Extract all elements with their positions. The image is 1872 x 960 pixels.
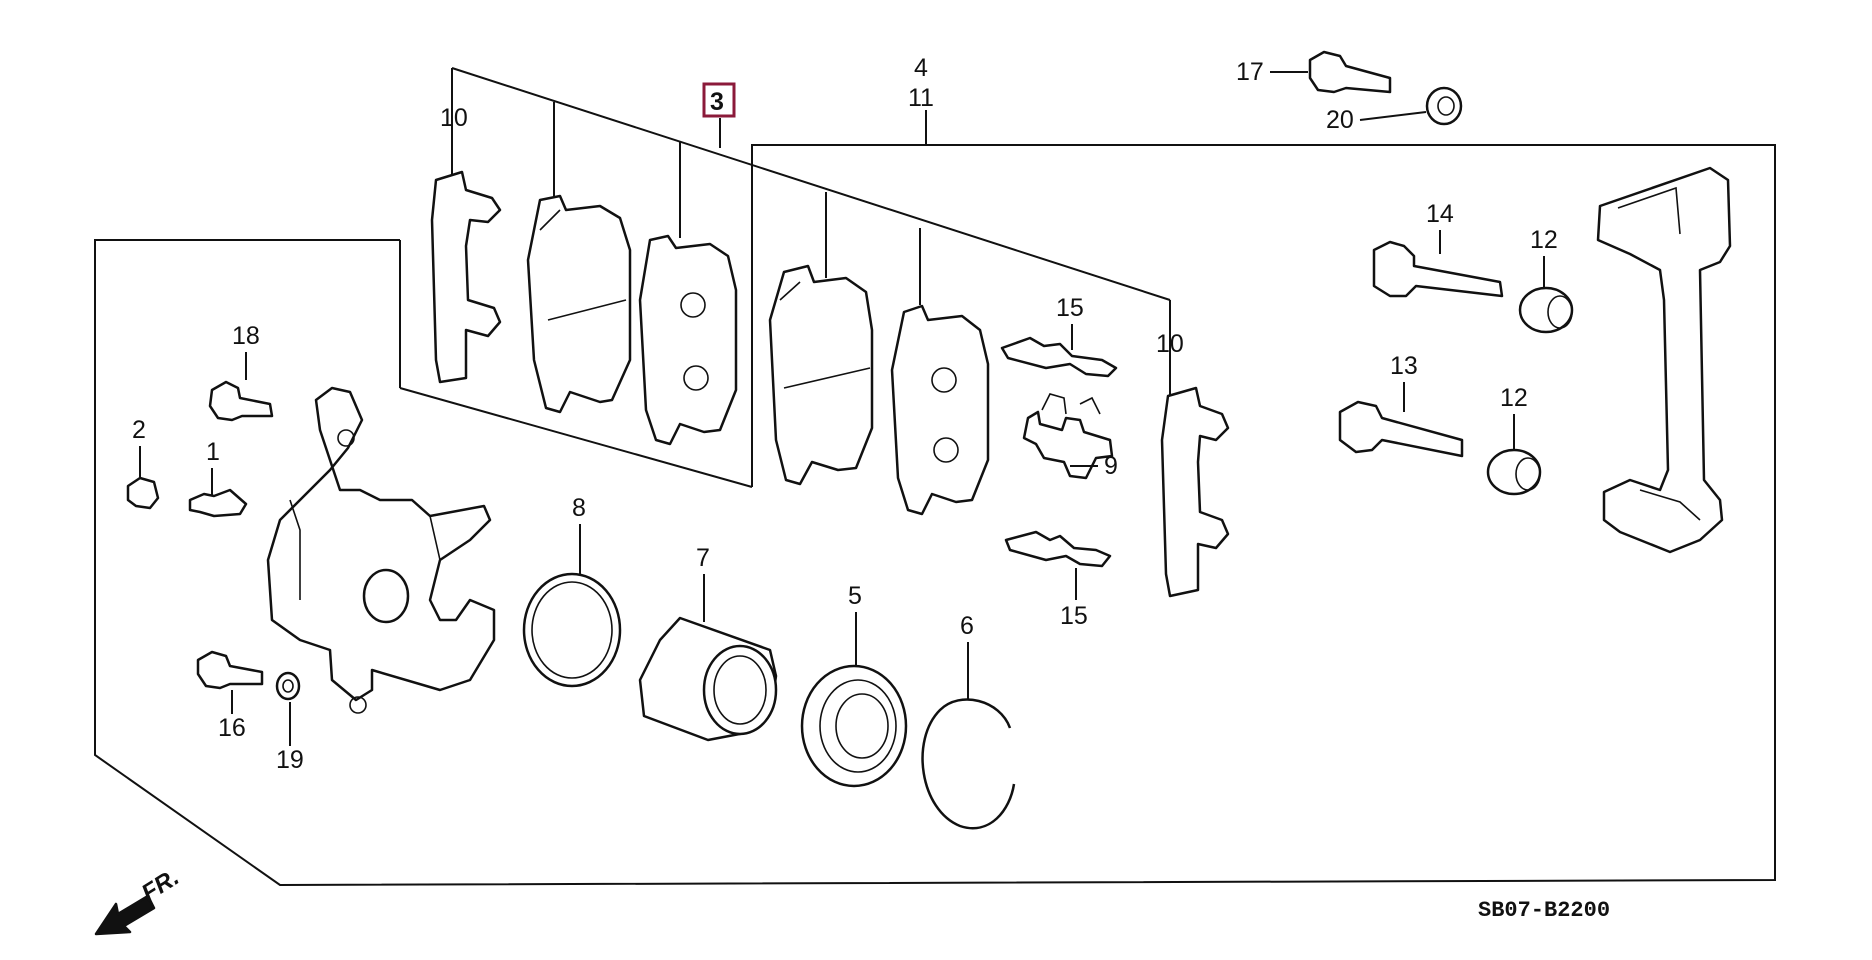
callout-8[interactable]: 8: [572, 494, 586, 522]
callout-5[interactable]: 5: [848, 582, 862, 610]
callout-12-upper[interactable]: 12: [1530, 226, 1558, 254]
bleeder-screw[interactable]: [188, 488, 248, 518]
callout-1[interactable]: 1: [206, 438, 220, 466]
pin-boot-upper[interactable]: [1518, 286, 1574, 334]
highlight-box-3[interactable]: [702, 82, 736, 118]
callout-15-upper[interactable]: 15: [1056, 294, 1084, 322]
front-direction-arrow: FR.: [94, 864, 184, 936]
caliper-assembly-outline: [94, 144, 1776, 887]
pad-shim-right[interactable]: [1160, 386, 1230, 598]
bleeder-cap[interactable]: [126, 476, 160, 510]
caliper-bracket[interactable]: [1596, 166, 1732, 554]
pad-shim-left[interactable]: [430, 170, 502, 384]
bolt-16[interactable]: [196, 650, 264, 690]
callout-9[interactable]: 9: [1104, 452, 1118, 480]
pad-set-outline-bottom: [399, 387, 753, 488]
pad-retainer-lower[interactable]: [1004, 530, 1112, 568]
callout-10-right[interactable]: 10: [1156, 330, 1184, 358]
callout-3[interactable]: 3: [710, 88, 724, 116]
brake-pad-backing-plate-outer[interactable]: [890, 304, 990, 516]
callout-12-lower[interactable]: 12: [1500, 384, 1528, 412]
callout-10-left[interactable]: 10: [440, 104, 468, 132]
brake-pad-inner[interactable]: [526, 194, 632, 414]
pad-retainer-upper[interactable]: [1000, 336, 1118, 378]
bolt-17[interactable]: [1308, 50, 1392, 94]
callout-11[interactable]: 11: [908, 84, 934, 112]
dust-boot[interactable]: [800, 664, 908, 788]
callout-14[interactable]: 14: [1426, 200, 1454, 228]
pad-set-outline: [451, 67, 1171, 301]
brake-pad-outer[interactable]: [768, 264, 874, 486]
callout-13[interactable]: 13: [1390, 352, 1418, 380]
callout-4[interactable]: 4: [914, 54, 928, 82]
callout-16[interactable]: 16: [218, 714, 246, 742]
pin-boot-lower[interactable]: [1486, 448, 1542, 496]
callout-18[interactable]: 18: [232, 322, 260, 350]
callout-15-lower[interactable]: 15: [1060, 602, 1088, 630]
brake-pad-backing-plate[interactable]: [638, 234, 738, 446]
piston-seal[interactable]: [522, 572, 622, 688]
set-ring[interactable]: [921, 698, 1016, 830]
callout-2[interactable]: 2: [132, 416, 146, 444]
washer-20[interactable]: [1425, 86, 1463, 126]
bolt-18[interactable]: [208, 380, 274, 422]
callout-19[interactable]: 19: [276, 746, 304, 774]
diagram-code: SB07-B2200: [1478, 898, 1610, 923]
caliper-body[interactable]: [266, 386, 496, 702]
callout-7[interactable]: 7: [696, 544, 710, 572]
guide-pin-13[interactable]: [1338, 400, 1464, 458]
callout-17[interactable]: 17: [1236, 58, 1264, 86]
callout-6[interactable]: 6: [960, 612, 974, 640]
callout-20[interactable]: 20: [1326, 106, 1354, 134]
sealing-washer-19[interactable]: [275, 671, 301, 701]
pad-spring[interactable]: [1022, 410, 1114, 480]
guide-pin-14[interactable]: [1372, 240, 1504, 298]
